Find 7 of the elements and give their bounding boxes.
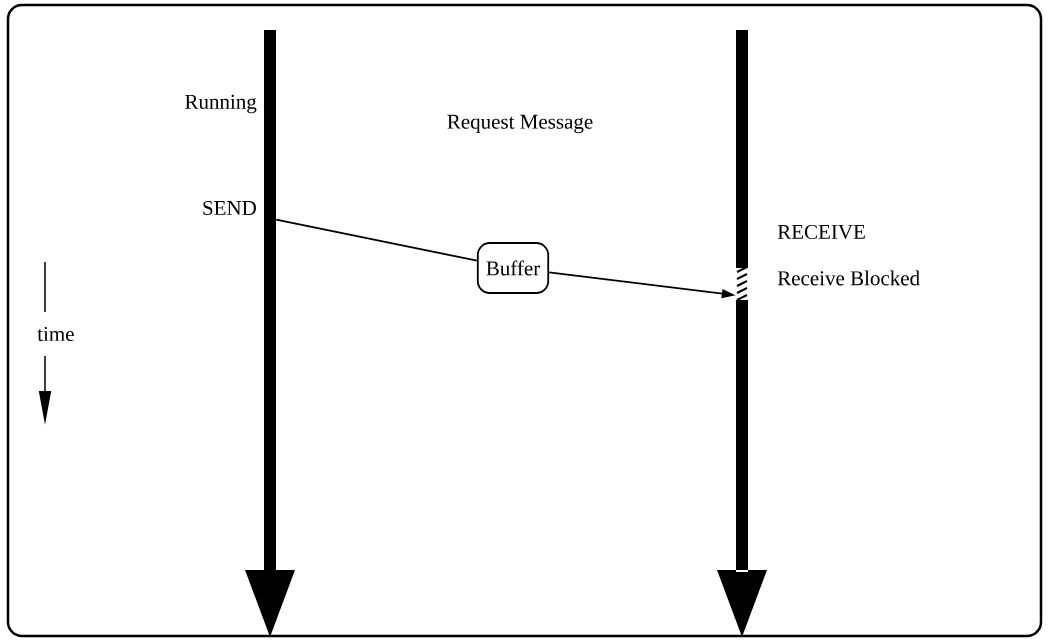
- label: Request Message: [447, 114, 593, 134]
- label: Receive Blocked: [777, 270, 920, 286]
- label: time: [37, 326, 74, 342]
- label: RECEIVE: [777, 224, 865, 240]
- buffer-box: Buffer: [476, 242, 550, 294]
- label: SEND: [203, 200, 256, 216]
- label: Running: [185, 94, 257, 114]
